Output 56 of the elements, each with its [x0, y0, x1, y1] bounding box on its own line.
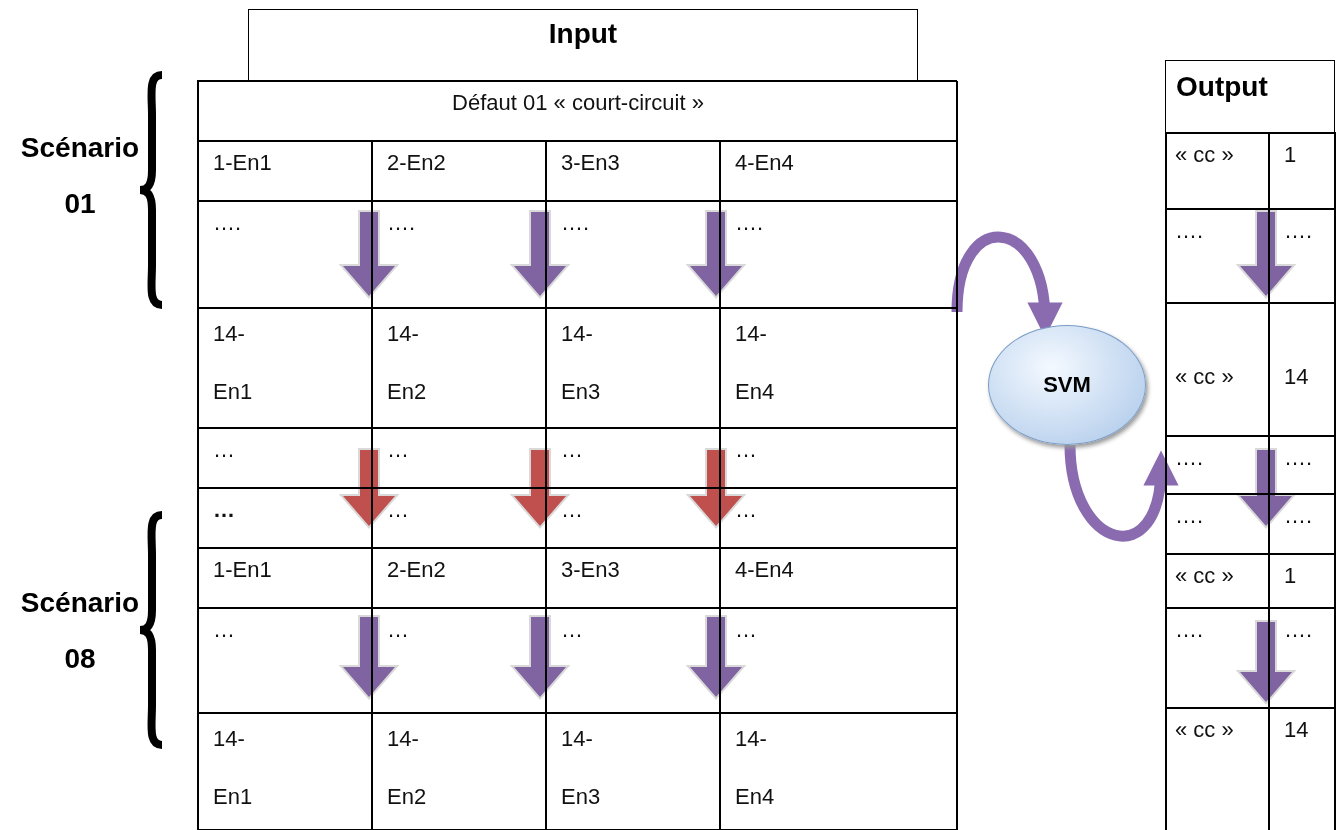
table-cell: 14- En3	[546, 713, 720, 830]
svm-ellipse: SVM	[988, 325, 1146, 445]
table-cell: ….	[1269, 436, 1336, 494]
table-cell: …	[372, 488, 546, 548]
table-cell: 1	[1269, 133, 1336, 209]
table-cell: 2-En2	[372, 141, 546, 201]
table-heading: Output	[1166, 61, 1336, 133]
table-cell: « cc »	[1166, 303, 1269, 436]
table-cell: 14	[1269, 708, 1336, 830]
table-cell: 14- En4	[720, 308, 958, 428]
table-cell: …	[198, 608, 372, 713]
table-cell: …	[546, 488, 720, 548]
table-cell: ….	[1166, 209, 1269, 303]
scenario-label: Scénario 08	[19, 586, 141, 676]
table-cell: ….	[1269, 608, 1336, 708]
curved-arrow	[1064, 444, 1178, 542]
table-cell: 3-En3	[546, 141, 720, 201]
table-cell: 14- En2	[372, 308, 546, 428]
table-cell: ….	[198, 201, 372, 308]
table-cell: « cc »	[1166, 554, 1269, 608]
output-table	[1165, 60, 1335, 830]
table-cell: …	[372, 608, 546, 713]
table-cell: 1-En1	[198, 548, 372, 608]
table-cell: 3-En3	[546, 548, 720, 608]
table-cell: ….	[1166, 436, 1269, 494]
table-cell: 14	[1269, 303, 1336, 436]
table-cell: …	[372, 428, 546, 488]
table-cell: 14- En1	[198, 713, 372, 830]
table-cell: …	[546, 428, 720, 488]
table-cell: « cc »	[1166, 133, 1269, 209]
table-cell: ….	[1269, 494, 1336, 554]
scenario-label: Scénario 01	[19, 131, 141, 221]
table-heading: Input	[248, 9, 918, 81]
table-cell: Défaut 01 « court-circuit »	[198, 81, 958, 141]
table-cell: ….	[372, 201, 546, 308]
table-cell: 1-En1	[198, 141, 372, 201]
table-cell: …	[546, 608, 720, 713]
table-cell: « cc »	[1166, 708, 1269, 830]
table-cell: ….	[1166, 494, 1269, 554]
table-cell: 14- En2	[372, 713, 546, 830]
table-cell: 14- En1	[198, 308, 372, 428]
table-cell: 14- En3	[546, 308, 720, 428]
table-cell: …	[720, 608, 958, 713]
table-cell: 2-En2	[372, 548, 546, 608]
table-cell: …	[720, 428, 958, 488]
table-cell: ….	[1269, 209, 1336, 303]
table-cell: 14- En4	[720, 713, 958, 830]
table-cell: …	[198, 488, 372, 548]
table-cell: ….	[546, 201, 720, 308]
table-cell: …	[720, 488, 958, 548]
table-cell: …	[198, 428, 372, 488]
table-cell: ….	[1166, 608, 1269, 708]
table-cell: 1	[1269, 554, 1336, 608]
table-cell: ….	[720, 201, 958, 308]
table-cell: 4-En4	[720, 548, 958, 608]
table-cell: 4-En4	[720, 141, 958, 201]
